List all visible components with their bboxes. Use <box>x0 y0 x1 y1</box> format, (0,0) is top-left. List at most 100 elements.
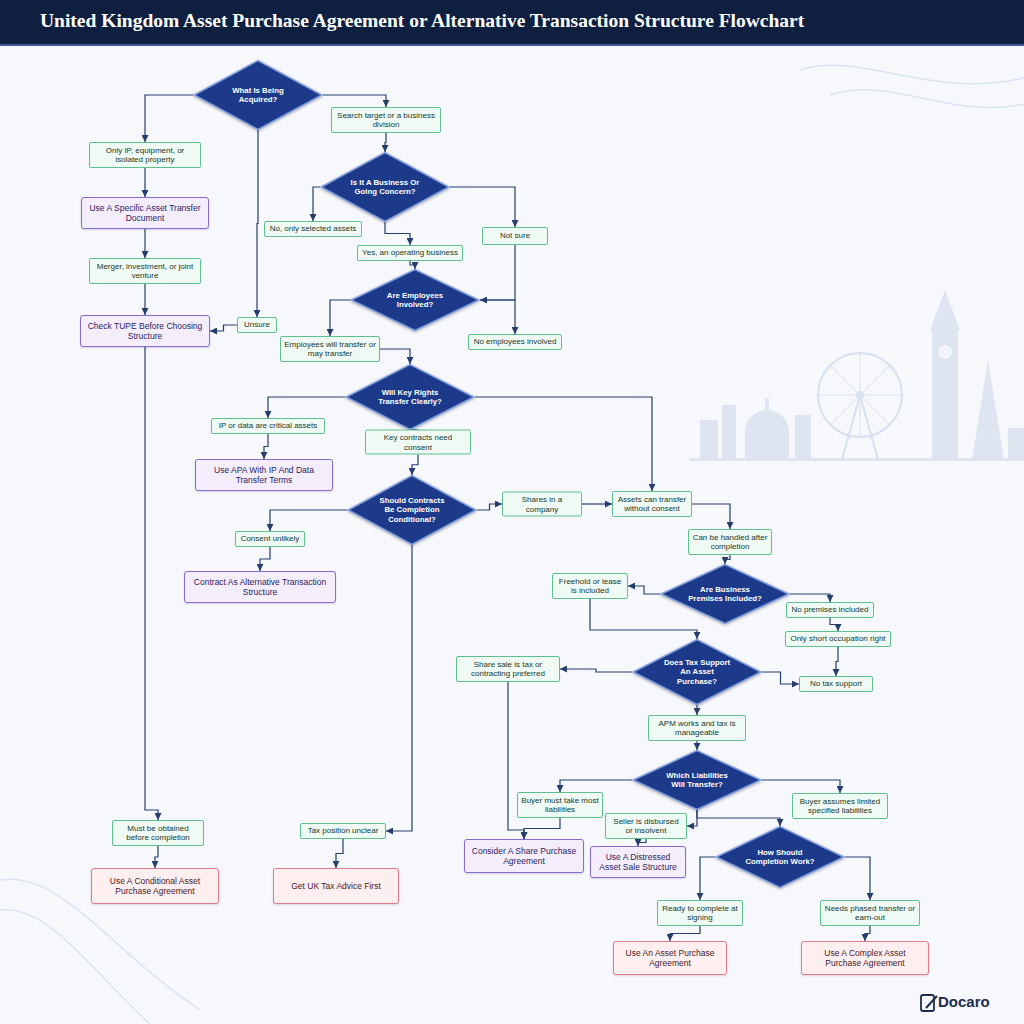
flow-connector <box>560 669 632 672</box>
node-text: Employees will transfer or may transfer <box>284 340 376 359</box>
flow-connector <box>830 618 838 631</box>
flow-connector <box>670 926 700 941</box>
outcome-box: Use A Distressed Asset Sale Structure <box>590 846 686 878</box>
flow-connector <box>412 455 418 476</box>
flow-connector <box>145 95 193 142</box>
node-text: What Is Being Acquired? <box>220 86 295 105</box>
node-text: Does Tax Support An Asset Purchase? <box>659 658 734 686</box>
flow-connector <box>385 222 410 245</box>
flow-connector <box>450 187 515 227</box>
outcome-box: Use APA With IP And Data Transfer Terms <box>195 459 333 491</box>
result-box: Use A Complex Asset Purchase Agreement <box>801 941 929 975</box>
node-text: Consider A Share Purchase Agreement <box>471 846 577 867</box>
result-box: Use An Asset Purchase Agreement <box>613 941 727 975</box>
decision-diamond: Will Key Rights Transfer Clearly? <box>345 364 475 430</box>
decision-diamond: Are Employees Involved? <box>350 269 480 331</box>
node-text: Share sale is tax or contracting preferr… <box>460 660 556 679</box>
node-text: Use APA With IP And Data Transfer Terms <box>202 465 326 486</box>
flow-connector <box>313 187 320 221</box>
node-text: Must be obtained before completion <box>116 824 200 843</box>
node-text: Only IP, equipment, or isolated property <box>93 146 197 165</box>
condition-box: No employees involved <box>468 334 562 350</box>
flow-connector <box>762 672 799 684</box>
node-text: Only short occupation right <box>790 634 885 644</box>
flow-connector <box>582 503 612 504</box>
flow-connector <box>845 857 870 900</box>
watermark-text: Docaro <box>938 993 990 1011</box>
node-text: Can be handled after completion <box>692 533 768 552</box>
logo-pen <box>926 996 937 1008</box>
london-eye-legs <box>842 395 878 460</box>
node-text: Ready to complete at signing <box>661 904 739 923</box>
flow-connector <box>336 839 343 868</box>
condition-box: Only short occupation right <box>785 631 891 647</box>
node-text: Buyer must take most liabilities <box>521 796 599 815</box>
condition-box: Only IP, equipment, or isolated property <box>89 142 201 168</box>
decision-diamond: Are Business Premises Included? <box>660 564 790 624</box>
condition-box: Employees will transfer or may transfer <box>280 336 380 362</box>
skyline-spire <box>765 398 769 412</box>
flow-connector <box>628 586 660 594</box>
diamond-shape <box>633 751 760 810</box>
node-text: Use A Specific Asset Transfer Document <box>88 203 202 224</box>
diamond-shape <box>351 270 478 331</box>
flow-connector <box>697 810 780 826</box>
node-text: Contract As Alternative Transaction Stru… <box>191 577 329 598</box>
diamond-shape <box>661 565 788 624</box>
flow-connector <box>638 839 646 846</box>
node-text: APM works and tax is manageable <box>652 719 742 738</box>
decision-diamond: Is It A Business Or Going Concern? <box>320 152 450 222</box>
flow-connector <box>696 741 697 750</box>
diamond-shape <box>321 153 448 222</box>
node-text: Seller is disbursed or insolvent <box>609 817 683 836</box>
node-text: Tax position unclear <box>308 826 379 836</box>
node-text: Assets can transfer without consent <box>616 495 688 514</box>
clock-tower <box>932 330 958 460</box>
flow-connector <box>687 810 697 826</box>
skyline-dome <box>745 410 789 460</box>
decision-diamond: Does Tax Support An Asset Purchase? <box>632 639 762 705</box>
flow-connector <box>323 95 386 107</box>
node-text: Are Business Premises Included? <box>687 585 762 604</box>
flow-connector <box>692 504 730 529</box>
flow-connector <box>762 780 840 793</box>
flow-connector <box>380 349 410 364</box>
node-text: No tax support <box>810 679 862 689</box>
condition-box: Must be obtained before completion <box>112 820 204 846</box>
outcome-box: Contract As Alternative Transaction Stru… <box>184 571 336 603</box>
node-text: Which Liabilities Will Transfer? <box>659 771 734 790</box>
condition-box: APM works and tax is manageable <box>648 715 746 741</box>
condition-box: Assets can transfer without consent <box>612 491 692 517</box>
node-text: Not sure <box>500 231 530 241</box>
condition-box: Consent unlikely <box>235 531 305 547</box>
condition-box: Shares in a company <box>502 492 582 517</box>
condition-box: Can be handled after completion <box>688 529 772 555</box>
logo-page <box>921 995 934 1011</box>
node-text: Shares in a company <box>506 495 578 514</box>
skyline-building <box>795 415 811 460</box>
node-text: How Should Completion Work? <box>742 848 817 867</box>
flow-connector <box>257 130 258 317</box>
node-text: Unsure <box>244 320 270 330</box>
condition-box: Freehold or lease is included <box>552 573 628 599</box>
flow-connector <box>264 434 268 459</box>
flow-connector <box>144 168 145 197</box>
flow-connector <box>210 325 237 331</box>
node-text: Yes, an operating business <box>362 248 458 258</box>
flow-connector <box>385 133 386 152</box>
node-text: Key contracts need consent <box>369 433 467 452</box>
condition-box: Not sure <box>482 227 548 245</box>
diamond-shape <box>194 61 321 130</box>
decor-waves <box>0 65 1024 1024</box>
flow-connector <box>144 284 145 315</box>
wave-line <box>800 65 1024 84</box>
flow-connector <box>836 647 838 676</box>
node-text: No premises included <box>792 605 869 615</box>
skyline-tower <box>972 360 1004 460</box>
flow-connector <box>410 261 415 269</box>
flow-connector <box>560 780 632 792</box>
title-text: United Kingdom Asset Purchase Agreement … <box>40 9 1000 33</box>
